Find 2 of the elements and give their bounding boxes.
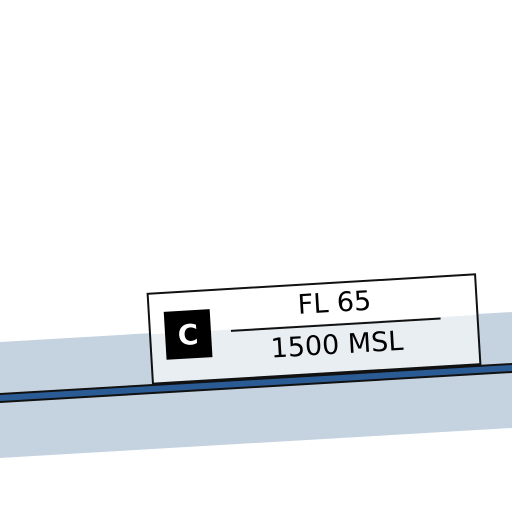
- altitude-label-box: [146, 273, 482, 385]
- airspace-class-badge: C: [164, 309, 212, 360]
